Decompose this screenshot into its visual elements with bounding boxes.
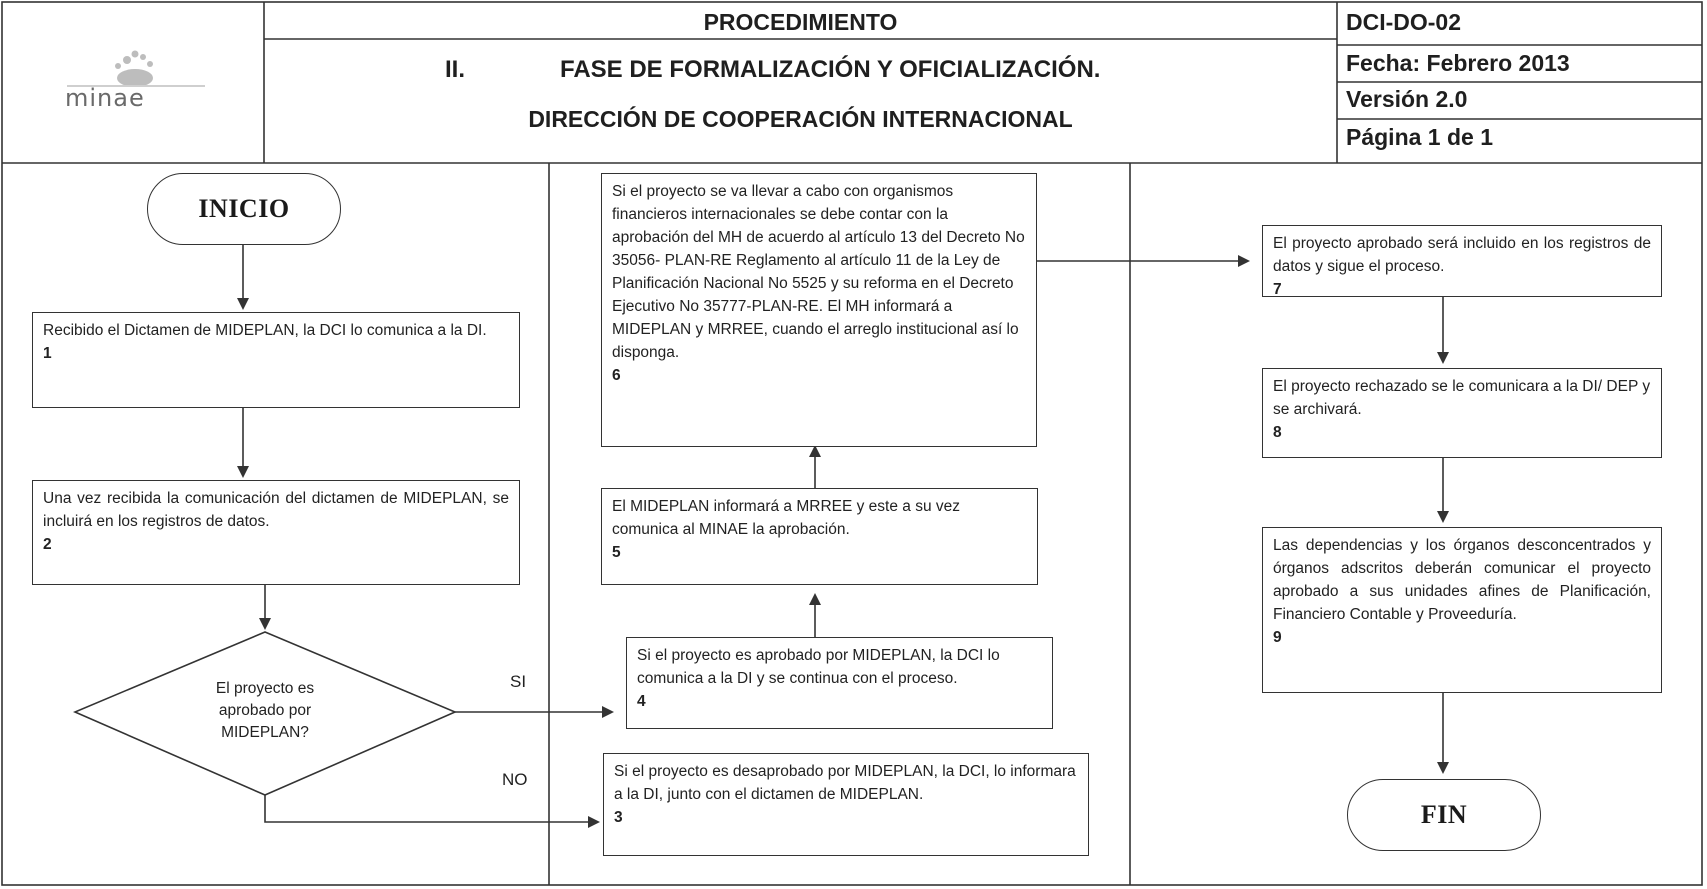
start-terminator: INICIO — [147, 173, 341, 245]
logo-hand-icon — [67, 50, 205, 87]
step-6-number: 6 — [612, 367, 621, 384]
step-5-box: El MIDEPLAN informará a MRREE y este a s… — [601, 488, 1038, 585]
step-8-number: 8 — [1273, 424, 1282, 441]
document-date: Fecha: Febrero 2013 — [1346, 50, 1570, 76]
step-7-box: El proyecto aprobado será incluido en lo… — [1262, 225, 1662, 298]
step-5-text: El MIDEPLAN informará a MRREE y este a s… — [612, 498, 961, 538]
step-2-text: Una vez recibida la comunicación del dic… — [43, 490, 509, 530]
step-4-box: Si el proyecto es aprobado por MIDEPLAN,… — [626, 637, 1053, 729]
document-page: Página 1 de 1 — [1346, 124, 1494, 150]
procedure-title: PROCEDIMIENTO — [703, 9, 898, 35]
step-8-text: El proyecto rechazado se le comunicara a… — [1273, 378, 1651, 418]
step-8-box: El proyecto rechazado se le comunicara a… — [1262, 368, 1662, 458]
step-5-number: 5 — [612, 544, 621, 561]
step-1-text: Recibido el Dictamen de MIDEPLAN, la DCI… — [43, 322, 487, 339]
phase-number: II. — [445, 56, 466, 83]
step-1-box: Recibido el Dictamen de MIDEPLAN, la DCI… — [32, 312, 520, 408]
step-2-box: Una vez recibida la comunicación del dic… — [32, 480, 520, 585]
end-terminator: FIN — [1347, 779, 1541, 851]
yes-label: SI — [510, 672, 527, 691]
step-9-box: Las dependencias y los órganos desconcen… — [1262, 527, 1662, 693]
step-7-text: El proyecto aprobado será incluido en lo… — [1273, 235, 1651, 275]
step-2-number: 2 — [43, 536, 52, 553]
step-6-text: Si el proyecto se va llevar a cabo con o… — [612, 183, 1025, 361]
minae-logo: minae — [55, 40, 215, 130]
document-version: Versión 2.0 — [1346, 86, 1468, 112]
step-3-box: Si el proyecto es desaprobado por MIDEPL… — [603, 753, 1089, 856]
step-9-number: 9 — [1273, 629, 1282, 646]
step-4-text: Si el proyecto es aprobado por MIDEPLAN,… — [637, 647, 1000, 687]
decision-text: El proyecto es aprobado por MIDEPLAN? — [215, 680, 315, 741]
decision-diamond — [72, 631, 458, 796]
phase-title: FASE DE FORMALIZACIÓN Y OFICIALIZACIÓN. — [560, 56, 1101, 83]
document-code: DCI-DO-02 — [1346, 9, 1462, 35]
step-4-number: 4 — [637, 693, 646, 710]
no-label: NO — [502, 770, 528, 789]
department-title: DIRECCIÓN DE COOPERACIÓN INTERNACIONAL — [528, 106, 1073, 132]
step-6-box: Si el proyecto se va llevar a cabo con o… — [601, 173, 1037, 447]
logo-text: minae — [65, 84, 145, 112]
step-3-number: 3 — [614, 809, 623, 826]
step-7-number: 7 — [1273, 281, 1282, 298]
step-3-text: Si el proyecto es desaprobado por MIDEPL… — [614, 763, 1076, 803]
step-9-text: Las dependencias y los órganos desconcen… — [1273, 537, 1651, 623]
step-1-number: 1 — [43, 345, 52, 362]
